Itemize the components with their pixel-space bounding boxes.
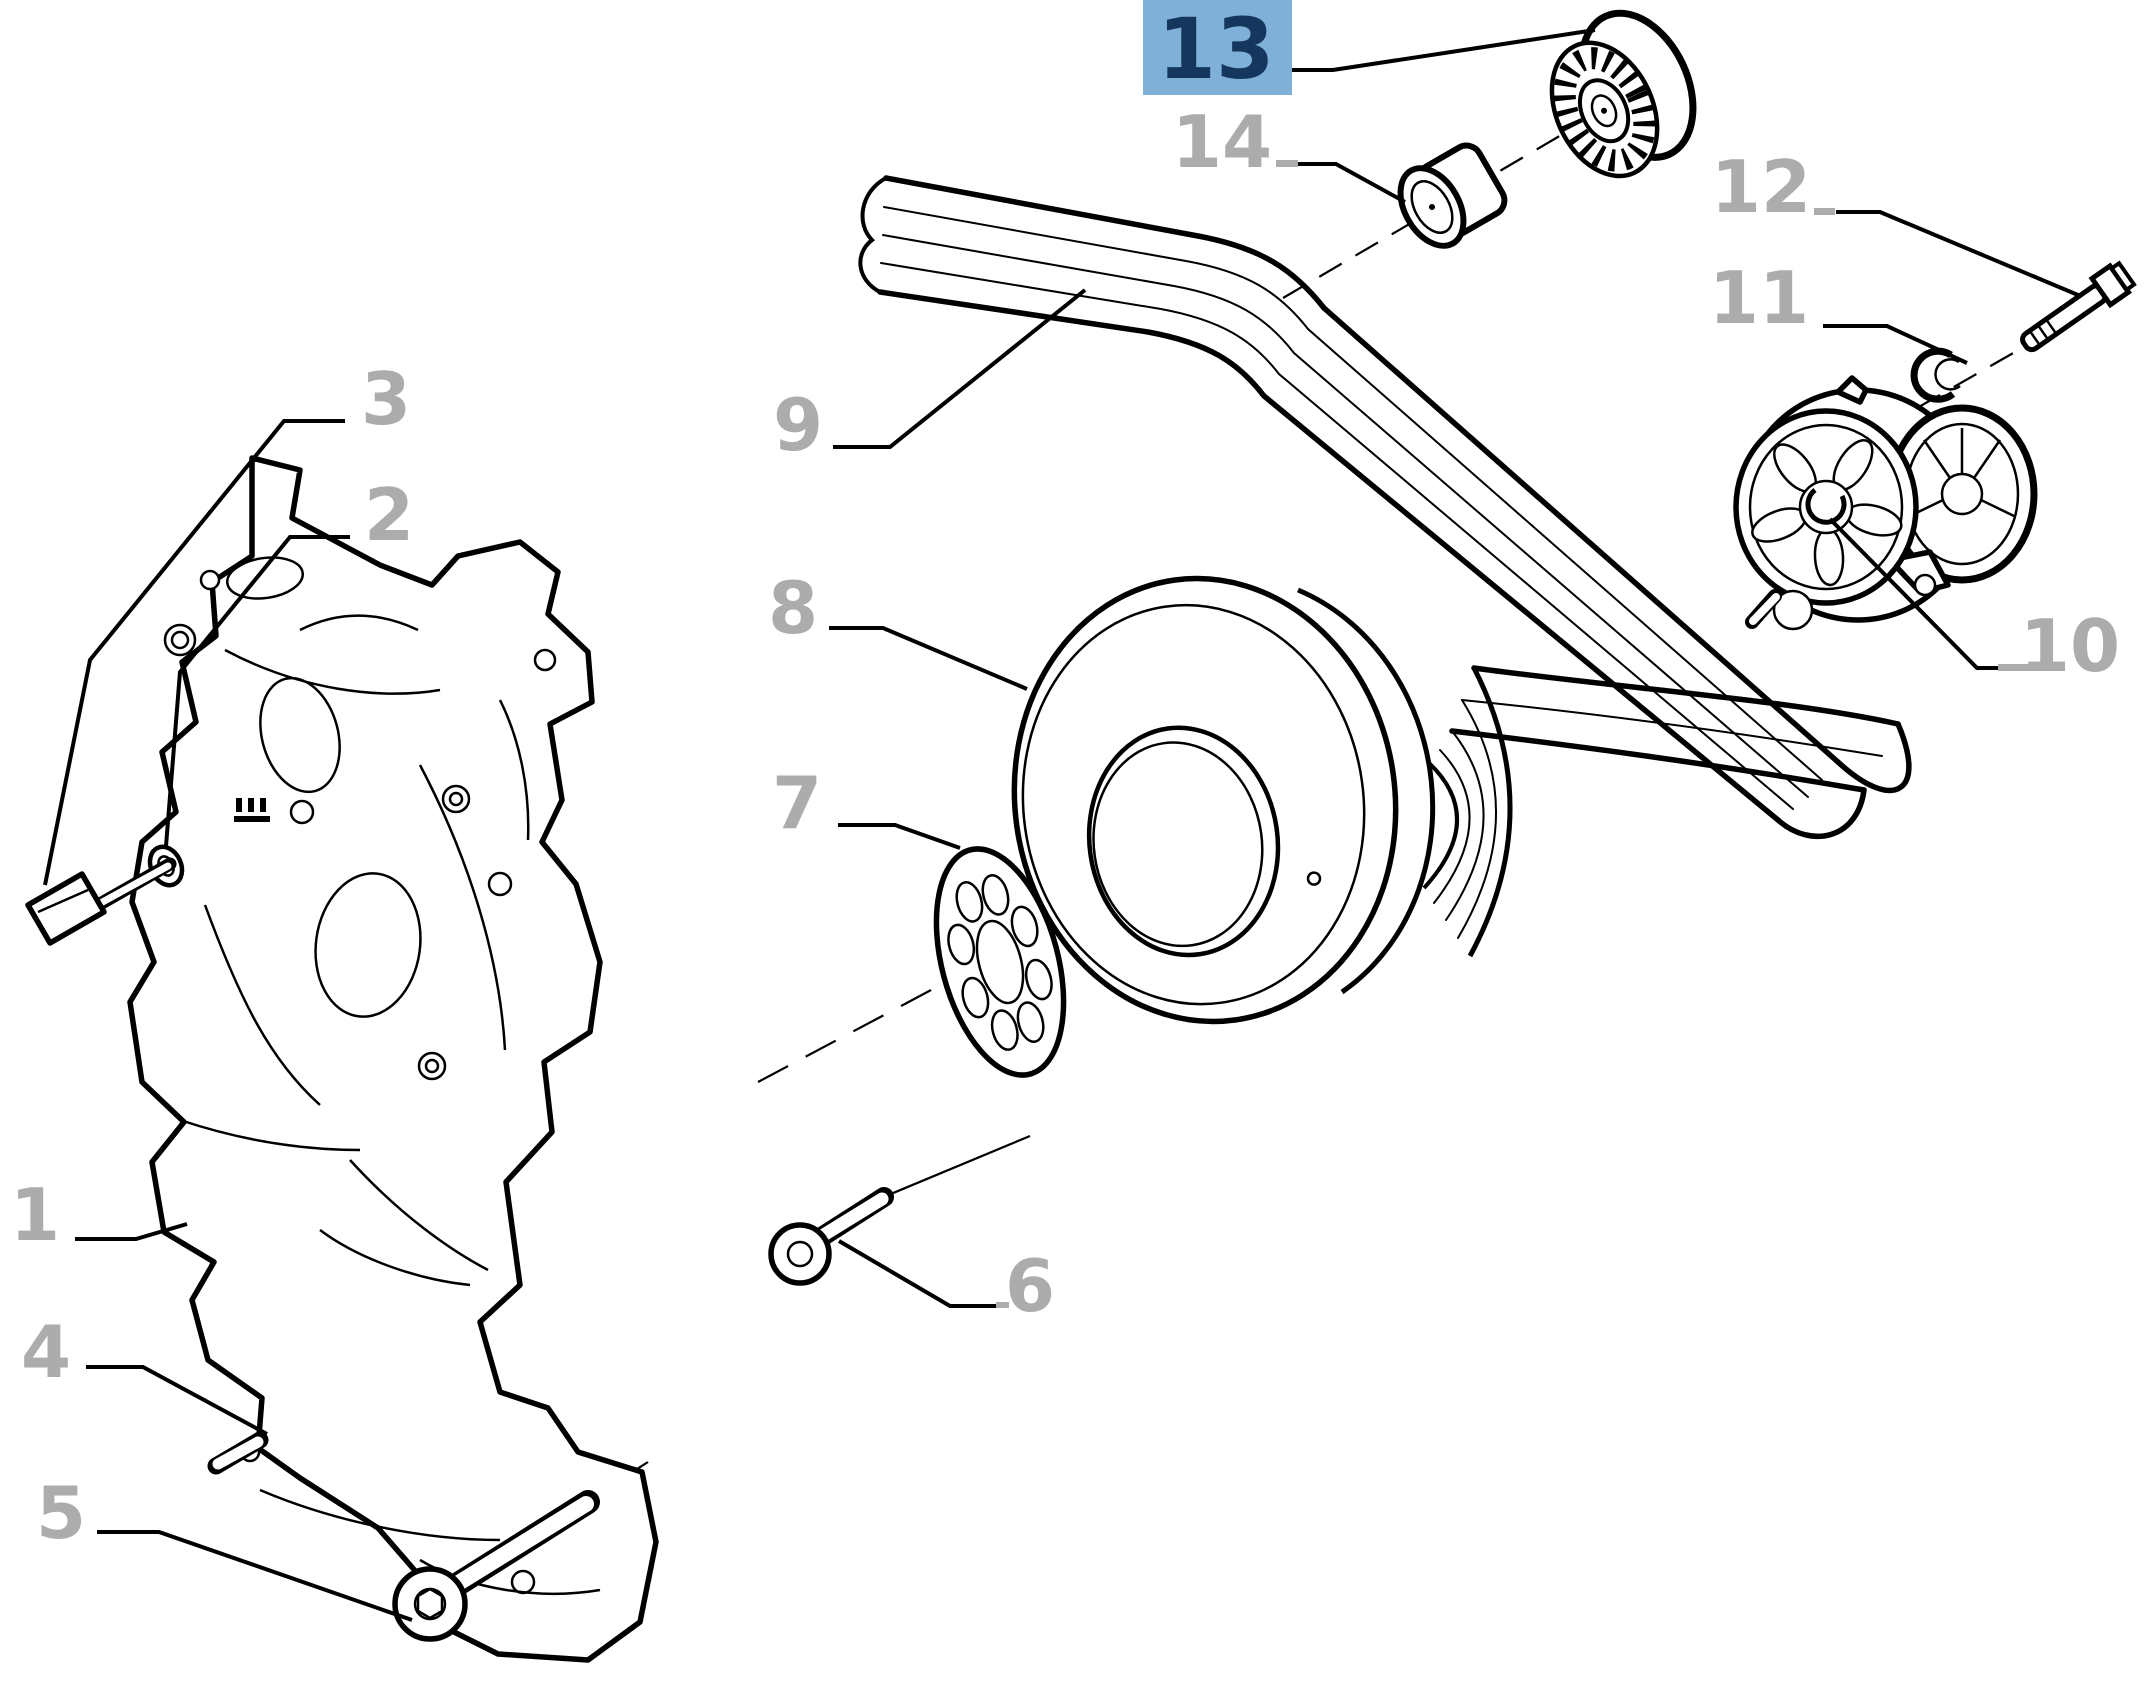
leader-3: [43, 419, 345, 886]
callout-8-label[interactable]: 8: [768, 566, 818, 650]
leader-5: [97, 1530, 413, 1622]
belt-tensioner-loop: [1835, 721, 1912, 794]
part-hex-bolt-drawing: [25, 857, 177, 946]
leader-1: [75, 1222, 188, 1241]
part-snap-ring-drawing: [1910, 347, 1961, 403]
leader-6: [837, 1239, 997, 1308]
callout-9-label[interactable]: 9: [773, 383, 823, 467]
part-socket-bolt-6-drawing: [768, 1187, 894, 1286]
leader-6-gray-stub: [996, 1302, 1009, 1308]
callout-leader-lines: [43, 28, 2079, 1622]
callout-3-label[interactable]: 3: [361, 357, 411, 441]
part-crankshaft-pulley-drawing: [1011, 575, 1399, 1025]
leader-12: [1836, 210, 2079, 297]
callout-10-label[interactable]: 10: [2020, 604, 2120, 688]
part-hex-bolt-12-drawing: [2020, 260, 2137, 353]
leader-11: [1823, 324, 1968, 365]
part-spacer-flange-drawing: [933, 846, 1067, 1078]
leader-14: [1298, 162, 1406, 204]
leader-10: [1828, 517, 1998, 670]
callout-1-label[interactable]: 1: [10, 1173, 60, 1257]
callout-4-label[interactable]: 4: [21, 1310, 71, 1394]
part-dowel-pin-drawing: [207, 1431, 269, 1475]
highlighted-callout-box[interactable]: [1143, 0, 1292, 95]
leader-9: [833, 288, 1087, 449]
leader-12-gray-stub: [1814, 208, 1835, 215]
leader-8: [829, 626, 1028, 691]
leader-2: [164, 535, 350, 847]
callout-7-label[interactable]: 7: [772, 761, 822, 845]
leader-4: [86, 1365, 268, 1436]
bracket-vent-icon: [234, 798, 270, 822]
leader-10-gray-stub: [1998, 664, 2029, 671]
leader-13: [1280, 28, 1596, 72]
callout-6-label[interactable]: 6: [1005, 1244, 1055, 1328]
part-idler-pulley-drawing: [1549, 9, 1697, 179]
callout-11-label[interactable]: 11: [1709, 256, 1809, 340]
belt-wrap-on-pulley: [1422, 666, 1513, 958]
part-mounting-bracket-drawing: [127, 455, 659, 1663]
callout-5-label[interactable]: 5: [36, 1471, 86, 1555]
pulley-back-rim-arc: [1297, 587, 1436, 995]
callout-13-label-highlighted[interactable]: 13: [1158, 0, 1275, 98]
belt-cut-end: [858, 176, 888, 294]
part-belt-tensioner-drawing: [1733, 375, 2038, 631]
callout-12-label[interactable]: 12: [1711, 145, 1811, 229]
part-socket-bolt-5-drawing: [392, 1490, 600, 1642]
leader-14-gray-stub: [1276, 160, 1298, 167]
bolt6-axis-line: [885, 1134, 1031, 1198]
leader-7: [838, 823, 961, 850]
callout-14-label[interactable]: 14: [1172, 100, 1272, 184]
part-ribbed-belt-drawing: [858, 175, 1912, 839]
callout-2-label[interactable]: 2: [364, 473, 414, 557]
part-spacer-bushing-drawing: [1397, 142, 1508, 249]
